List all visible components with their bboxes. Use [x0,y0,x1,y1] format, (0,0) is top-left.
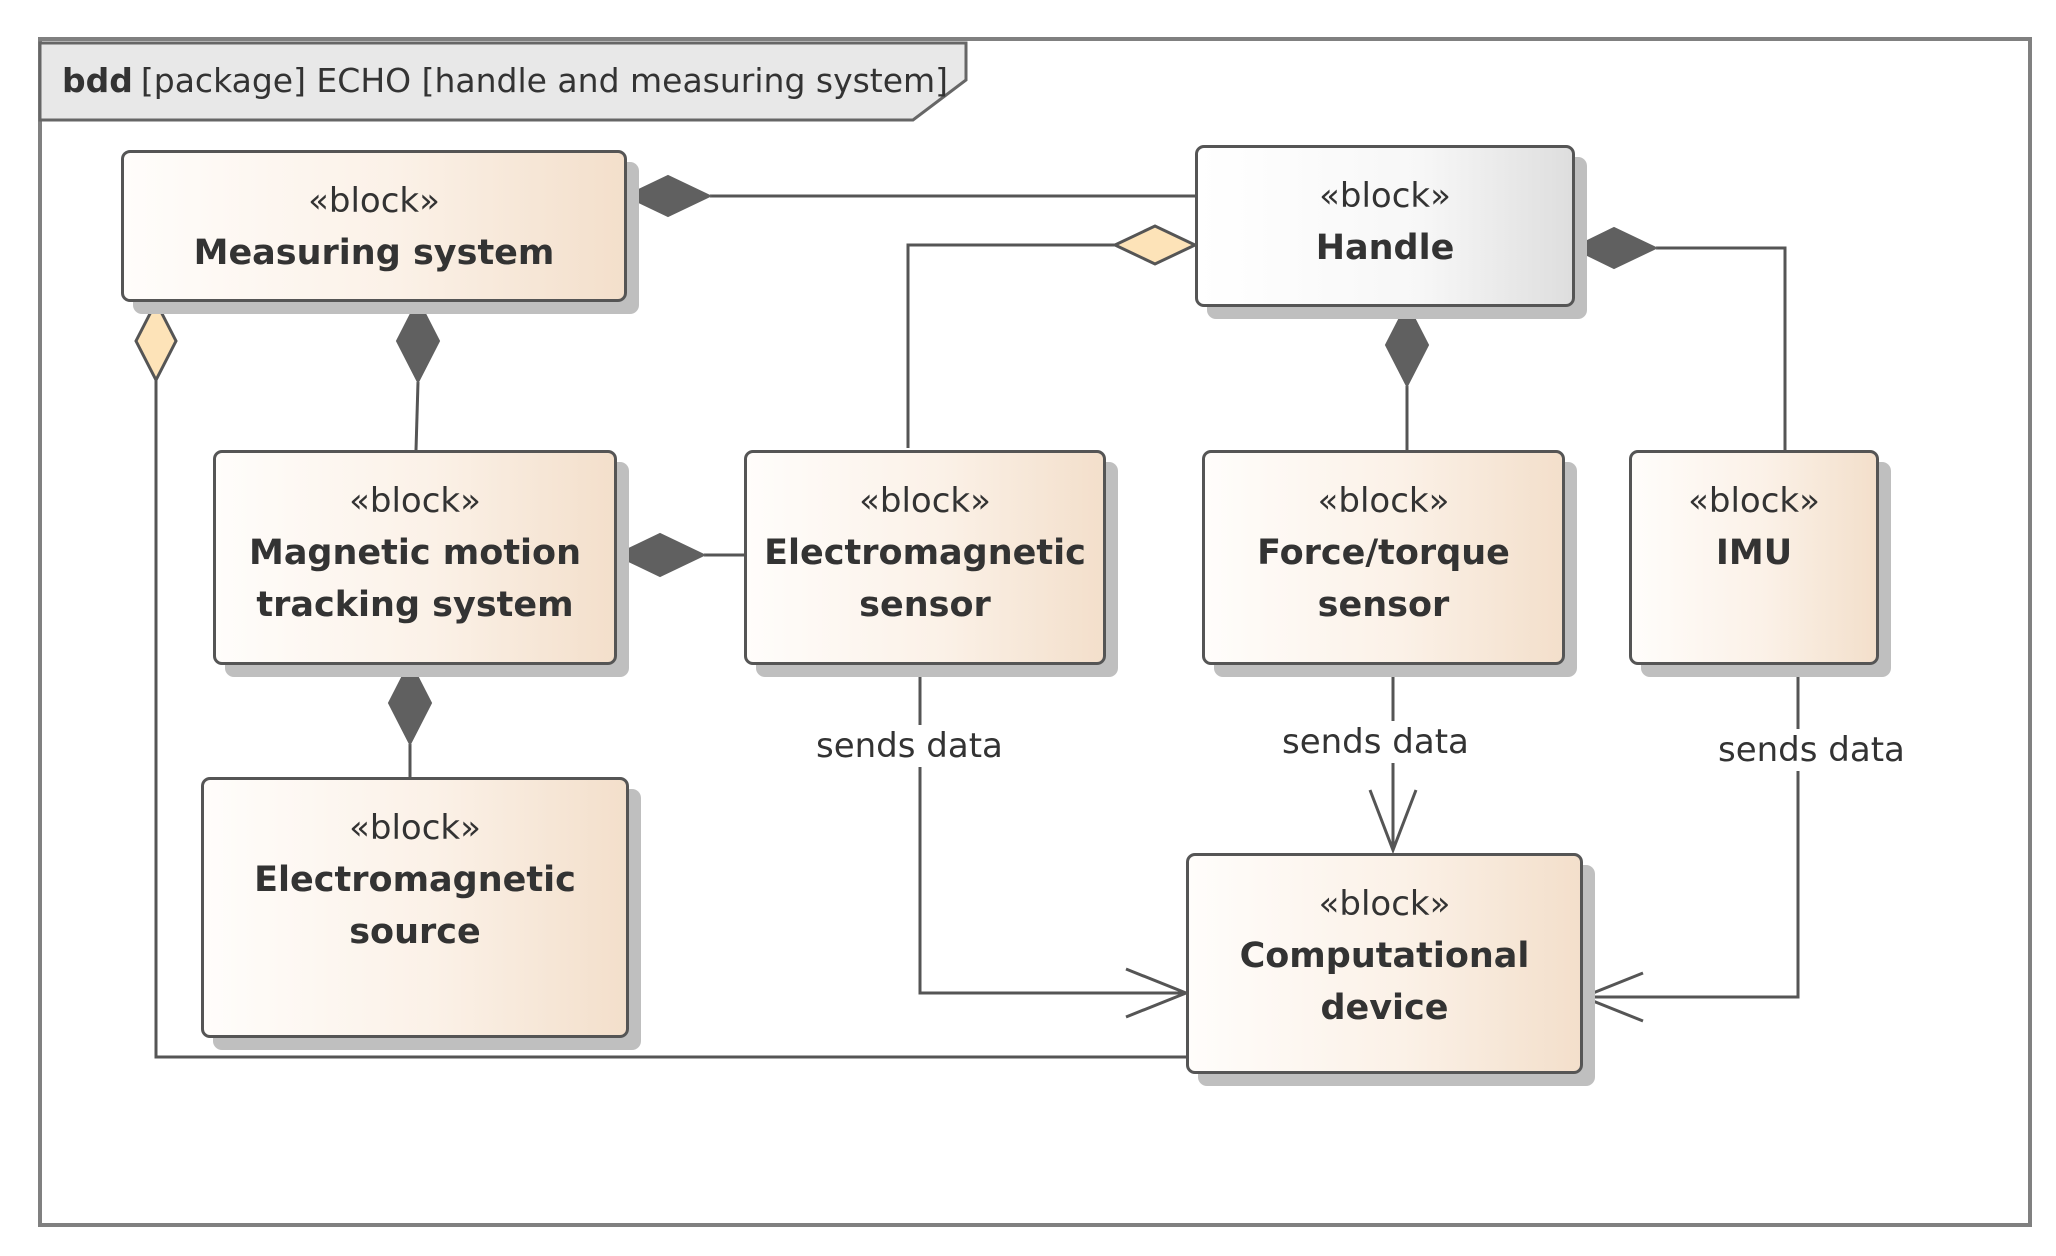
block-imu[interactable]: «block» IMU [1629,450,1879,665]
block-stereotype: «block» [1318,884,1451,924]
block-force-torque-sensor[interactable]: «block» Force/torque sensor [1202,450,1565,665]
block-stereotype: «block» [1317,481,1450,521]
block-electromagnetic-sensor[interactable]: «block» Electromagnetic sensor [744,450,1106,665]
block-name-line1: Electromagnetic [764,533,1086,573]
block-name: IMU [1715,533,1793,573]
block-electromagnetic-source[interactable]: «block» Electromagnetic source [201,777,629,1038]
block-stereotype: «block» [349,481,481,521]
block-stereotype: «block» [1319,176,1451,216]
connector-label-ftsensor: sends data [1274,721,1477,763]
block-stereotype: «block» [859,481,991,521]
block-name: Handle [1315,228,1455,268]
arrowhead-imu [1578,971,1644,1023]
diagram-frame [38,37,2032,1227]
diamond-measuring-handle [623,174,713,218]
diamond-mmts-emsource [387,659,433,747]
block-name-line2: tracking system [256,585,574,625]
frame-kind: bdd [62,60,133,100]
frame-tab-shape [38,41,968,122]
block-stereotype: «block» [349,808,481,848]
diamond-handle-emsensor [1111,224,1199,266]
block-name: Measuring system [193,233,555,273]
connector-label-emsensor: sends data [808,725,1011,767]
block-name-line2: sensor [859,585,991,625]
line-emsensor-sends-data [918,667,1186,995]
composite-diamonds [387,174,1659,747]
diamond-handle-ftsensor [1384,301,1430,389]
line-compdevice-measuring [154,380,1186,1059]
block-name: Electromagnetic source [254,860,576,952]
block-stereotype: «block» [1688,481,1820,521]
block-name-line2: sensor [1317,585,1450,625]
line-imu-handle [1656,246,1787,450]
block-computational-device[interactable]: «block» Computational device [1186,853,1583,1074]
line-imu-sends-data [1583,667,1800,999]
block-name-line1: Magnetic motion [248,533,582,573]
block-handle[interactable]: «block» Handle [1195,145,1575,307]
block-name-line1: Force/torque [1257,533,1510,573]
shared-diamonds [134,224,1199,384]
diamond-measuring-mmts [395,297,441,385]
diamond-measuring-compdevice [134,298,178,384]
frame-header: bdd [package] ECHO [handle and measuring… [42,41,948,119]
block-name: Computational device [1239,936,1530,1028]
diamond-mmts-emsensor [613,532,707,578]
block-stereotype: «block» [308,181,440,221]
diamond-handle-imu [1570,226,1659,270]
connector-label-imu: sends data [1710,729,1913,771]
frame-title: [package] ECHO [handle and measuring sys… [140,60,949,100]
line-mmts-measuring [414,381,420,451]
block-magnetic-motion-tracking-system[interactable]: «block» Magnetic motion tracking system [213,450,617,665]
line-emsensor-handle [906,243,1115,448]
arrowhead-ftsensor [1368,789,1418,855]
block-measuring-system[interactable]: «block» Measuring system [121,150,627,302]
